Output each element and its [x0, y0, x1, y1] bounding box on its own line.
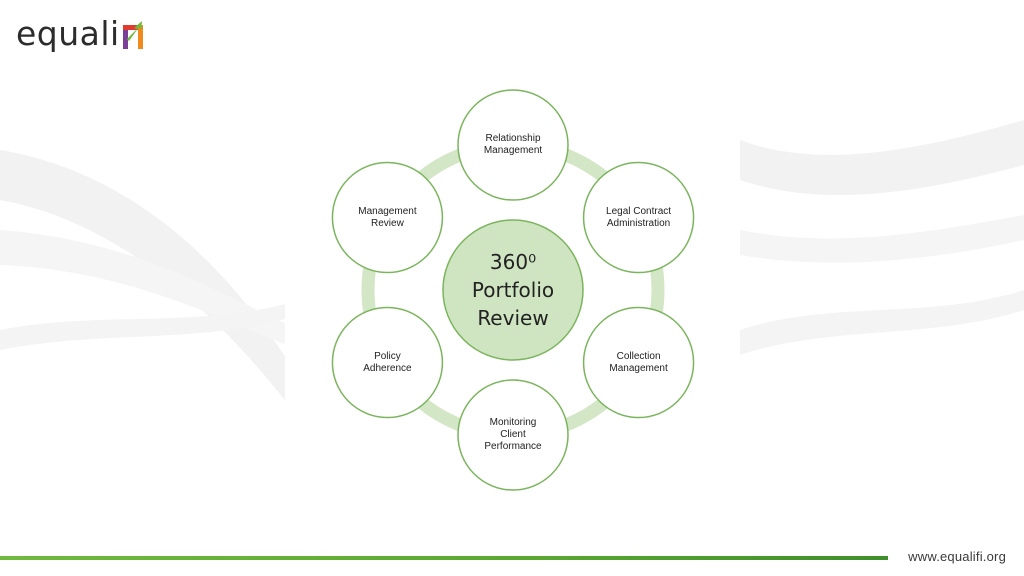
footer-website-link[interactable]: www.equalifi.org	[908, 549, 1006, 564]
center-hub-label: 360⁰ Portfolio Review	[471, 250, 555, 330]
cycle-node-label: Management Review	[358, 205, 417, 229]
diagram-canvas	[331, 89, 695, 491]
cycle-node-circle	[331, 306, 444, 419]
center-hub-circle	[442, 219, 584, 361]
cycle-node-label: Relationship Management	[483, 133, 543, 156]
cycle-node-label: Legal Contract Administration	[606, 205, 672, 229]
pi-arrow-logo-icon	[122, 21, 143, 49]
cycle-node-label: Policy Adherence	[363, 350, 412, 374]
footer-divider	[0, 556, 888, 560]
equalifi-logo[interactable]: equali	[16, 8, 147, 58]
cycle-node-circle	[582, 161, 695, 274]
cycle-node-circle	[582, 306, 695, 419]
cycle-node-circle	[457, 379, 569, 491]
portfolio-review-diagram: 360⁰ Portfolio Review Relationship Manage…	[285, 80, 740, 495]
cycle-node-label: Collection Management	[609, 350, 668, 374]
cycle-node-circle	[331, 161, 444, 274]
cycle-node-circle	[457, 89, 569, 201]
logo-wordmark: equali	[16, 13, 120, 53]
cycle-node-label: Monitoring Client Performance	[484, 417, 542, 452]
